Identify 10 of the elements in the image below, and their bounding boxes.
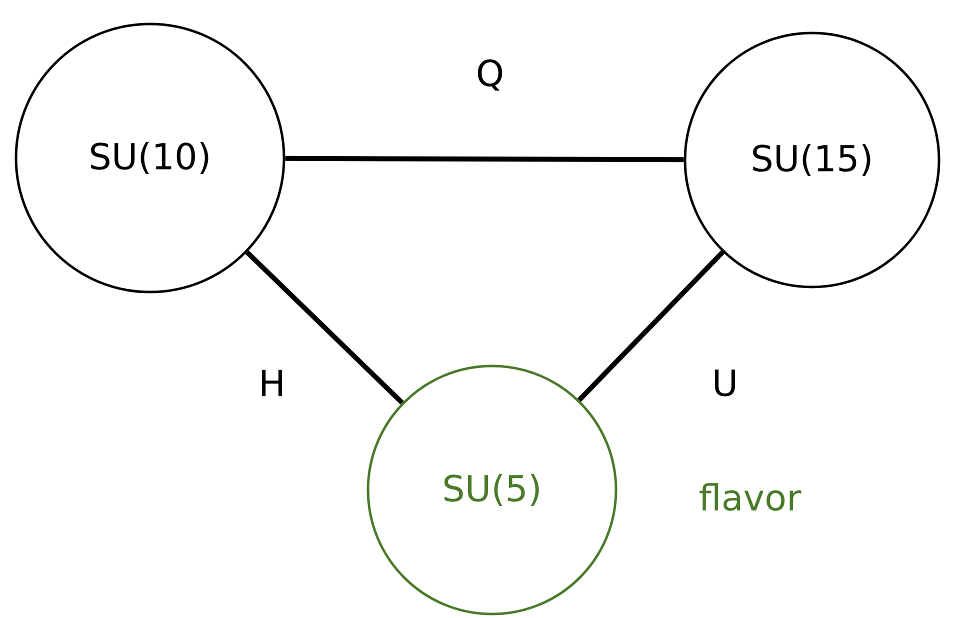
edge-label: U [715, 370, 735, 396]
edge-label: Q [478, 59, 502, 91]
edge-label: H [262, 370, 282, 396]
side-label: flavor [700, 483, 802, 511]
connector-line [577, 250, 725, 402]
circle-node: SU(15) [684, 32, 940, 288]
connector-line [245, 250, 404, 405]
circle-node: SU(10) [14, 22, 286, 294]
circle-node: SU(5) [366, 364, 618, 616]
connector-line [285, 156, 684, 162]
